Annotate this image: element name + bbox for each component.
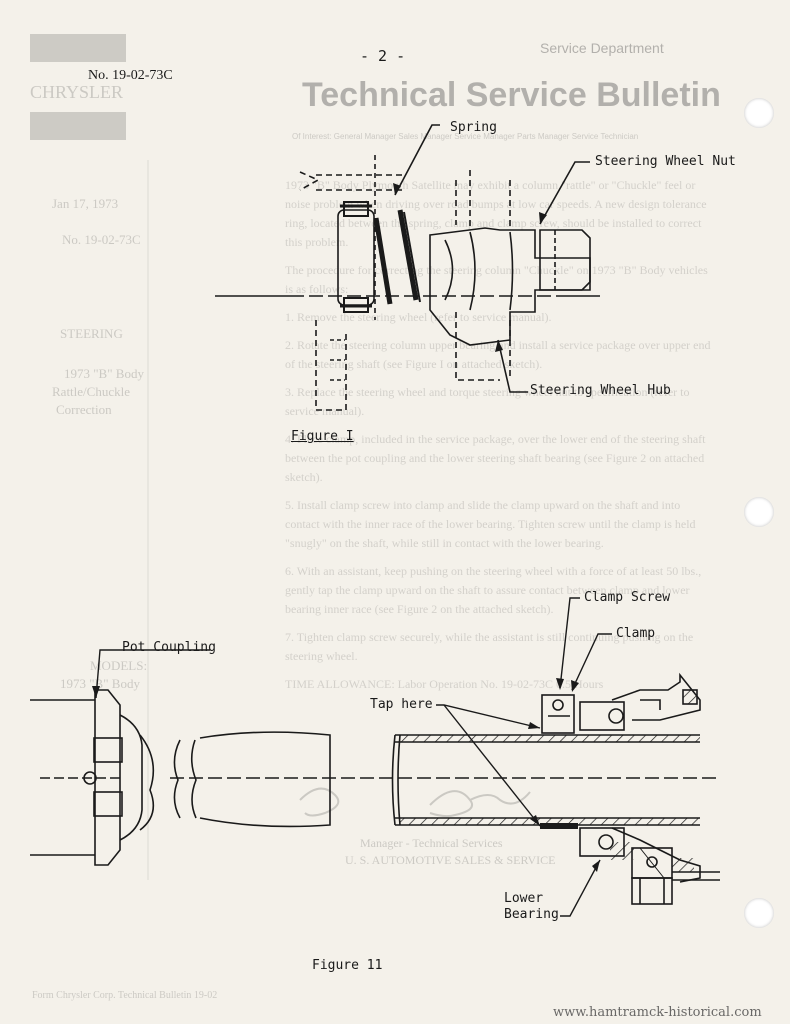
tap-here-leader-1 — [436, 704, 541, 729]
shaft-wall-bottom — [400, 818, 700, 825]
label-clamp: Clamp — [616, 626, 656, 641]
department-ghost: Service Department — [540, 40, 664, 56]
coupling-ring — [119, 714, 143, 841]
turn-signal-dashed-top — [299, 171, 405, 191]
side-models-1-ghost: MODELS: — [90, 658, 148, 673]
spring-coil-2 — [397, 209, 419, 301]
shaft-break-left — [173, 739, 181, 819]
tap-here-leader-2 — [443, 704, 541, 827]
clamp-screw-head — [552, 699, 564, 711]
clamp-screw-leader — [559, 597, 580, 689]
label-lower-bearing-line2: Bearing — [504, 907, 559, 922]
nut-leader — [539, 161, 590, 225]
steering-wheel-nut — [539, 229, 591, 291]
hub-spokes-dashed — [455, 170, 511, 228]
bearing-ball-top — [608, 708, 624, 724]
label-lower-bearing-line1: Lower — [504, 891, 544, 906]
intermediate-shaft — [199, 731, 331, 828]
pot-coupling-leader — [95, 649, 210, 699]
bulletin-number: No. 19-02-73C — [88, 68, 173, 83]
label-steering-wheel-hub: Steering Wheel Hub — [530, 383, 671, 398]
column-bolt — [631, 877, 673, 905]
title-ghost: Technical Service Bulletin — [302, 76, 721, 114]
side-desc-1-ghost: 1973 "B" Body — [64, 366, 144, 381]
spring-coil-1 — [373, 217, 393, 305]
side-subject-ghost: STEERING — [60, 326, 123, 341]
bearing-retainer-top — [611, 672, 701, 721]
label-pot-coupling: Pot Coupling — [122, 640, 216, 655]
coupling-block-top — [93, 737, 123, 763]
side-number-ghost: No. 19-02-73C — [62, 232, 141, 247]
hub-curve-3 — [509, 231, 514, 311]
label-spring: Spring — [450, 120, 497, 135]
side-desc-2-ghost: Rattle/Chuckle — [52, 384, 130, 399]
side-date-ghost: Jan 17, 1973 — [52, 196, 119, 211]
lower-bearing-leader — [560, 859, 601, 917]
pot-coupling-flange — [94, 689, 121, 866]
hub-leader — [497, 339, 528, 393]
hub-curve-2 — [469, 231, 476, 311]
brand-logo-ghost-2 — [30, 112, 126, 140]
page-number: - 2 - — [360, 47, 406, 65]
side-desc-3-ghost: Correction — [56, 402, 112, 417]
side-models-2-ghost: 1973 "B" Body — [60, 676, 140, 691]
tap-mark — [540, 823, 578, 829]
footer-ghost: Form Chrysler Corp. Technical Bulletin 1… — [32, 990, 218, 1001]
brand-logo-ghost — [30, 34, 126, 62]
shaft-end — [391, 734, 396, 826]
lower-bearing-upper-housing — [579, 701, 625, 731]
clamp-leader — [571, 633, 612, 691]
punch-hole-top — [744, 98, 774, 128]
punch-hole-bottom — [744, 898, 774, 928]
label-steering-wheel-nut: Steering Wheel Nut — [595, 154, 736, 169]
routing-ghost: Of Interest: General Manager Sales Manag… — [292, 132, 639, 141]
punch-hole-middle — [744, 497, 774, 527]
clamp-body — [541, 694, 575, 734]
figure-1-caption: Figure I — [291, 429, 354, 444]
brand-ghost-text: CHRYSLER — [30, 82, 124, 102]
label-clamp-screw: Clamp Screw — [584, 590, 671, 605]
spring-leader — [394, 124, 440, 196]
label-tap-here: Tap here — [370, 697, 433, 712]
shaft-wall-top — [400, 735, 700, 742]
coupling-boot — [139, 734, 155, 831]
coupling-block-bottom — [93, 791, 123, 817]
column-cover-dashed — [315, 320, 347, 411]
figure-2-caption: Figure 11 — [312, 958, 383, 973]
hub-curve — [444, 239, 454, 301]
steering-wheel-hub — [429, 227, 591, 346]
sign-org-ghost: U. S. AUTOMOTIVE SALES & SERVICE — [345, 853, 556, 867]
watermark: www.hamtramck-historical.com — [553, 1005, 762, 1020]
sign-title-ghost: Manager - Technical Services — [360, 836, 503, 850]
bearing-race-top — [343, 201, 369, 217]
